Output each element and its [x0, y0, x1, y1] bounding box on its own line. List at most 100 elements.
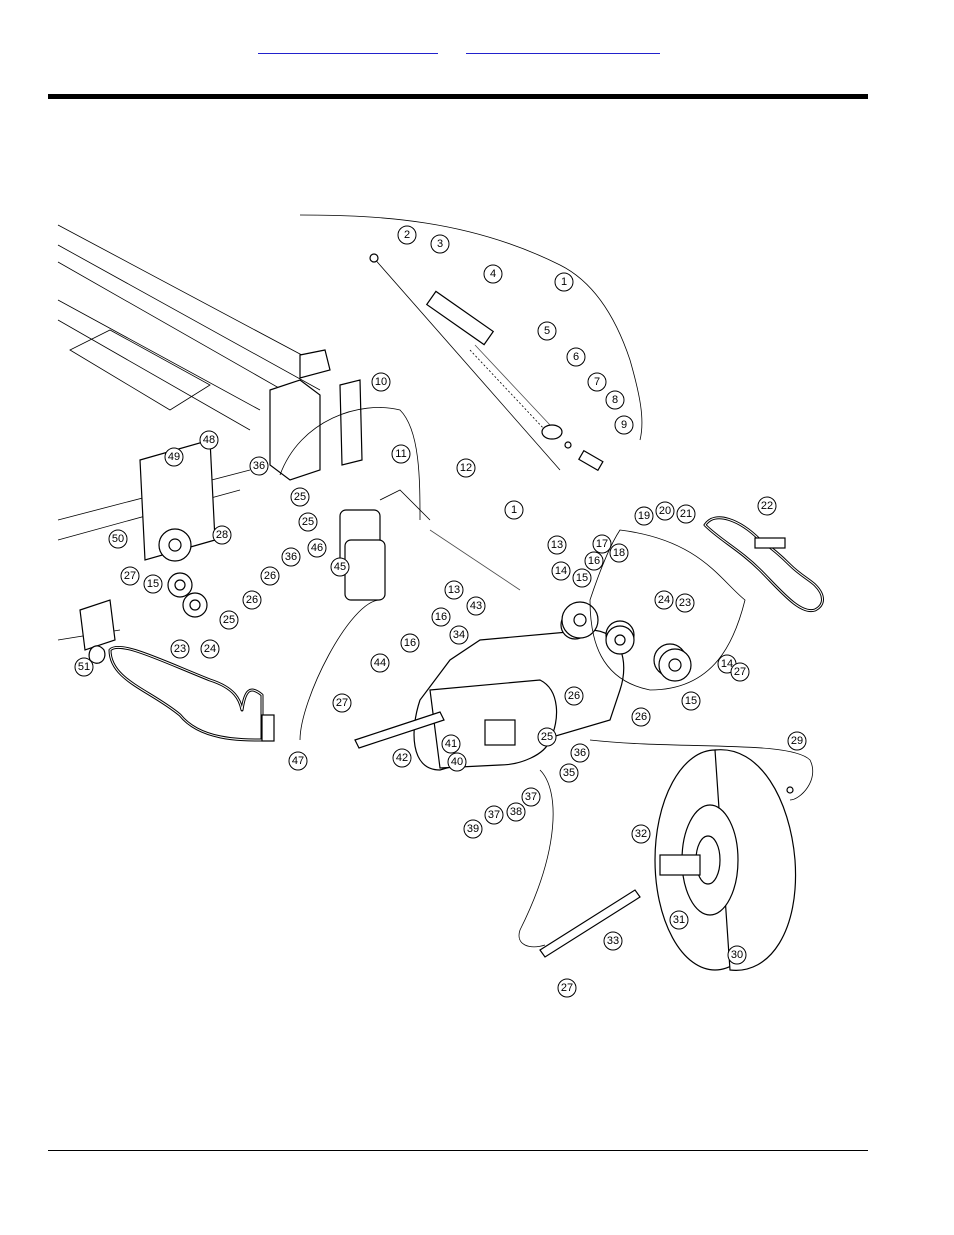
callout-49: 32 [632, 825, 650, 843]
svg-text:26: 26 [635, 711, 647, 723]
callout-19: 15 [682, 692, 700, 710]
callout-36: 25 [538, 728, 556, 746]
svg-text:2: 2 [404, 229, 410, 241]
callout-67: 47 [289, 752, 307, 770]
svg-text:25: 25 [302, 516, 314, 528]
callout-43: 27 [731, 663, 749, 681]
callout-22: 16 [585, 552, 603, 570]
svg-text:7: 7 [594, 376, 600, 388]
svg-text:16: 16 [588, 555, 600, 567]
svg-text:25: 25 [294, 491, 306, 503]
gauge-wheel [655, 750, 796, 971]
svg-text:12: 12 [460, 462, 472, 474]
callout-28: 22 [758, 497, 776, 515]
svg-text:43: 43 [470, 600, 482, 612]
svg-text:44: 44 [374, 657, 386, 669]
callout-71: 51 [75, 658, 93, 676]
svg-text:26: 26 [246, 594, 258, 606]
callout-50: 33 [604, 932, 622, 950]
svg-text:1: 1 [561, 276, 567, 288]
callout-66: 46 [308, 539, 326, 557]
svg-text:36: 36 [285, 551, 297, 563]
callout-61: 41 [442, 735, 460, 753]
callout-31: 24 [201, 640, 219, 658]
callout-34: 25 [299, 513, 317, 531]
svg-text:36: 36 [253, 460, 265, 472]
callout-11: 12 [457, 459, 475, 477]
callout-21: 16 [432, 608, 450, 626]
callout-15: 14 [552, 562, 570, 580]
callout-32: 24 [655, 591, 673, 609]
callout-40: 26 [632, 708, 650, 726]
callout-6: 7 [588, 373, 606, 391]
callout-65: 45 [331, 558, 349, 576]
footer-rule [48, 1150, 868, 1151]
svg-text:35: 35 [563, 767, 575, 779]
svg-text:9: 9 [621, 419, 627, 431]
svg-text:27: 27 [734, 666, 746, 678]
svg-text:26: 26 [264, 570, 276, 582]
callout-59: 39 [464, 820, 482, 838]
callout-10: 11 [392, 445, 410, 463]
callout-25: 19 [635, 507, 653, 525]
svg-text:10: 10 [375, 376, 387, 388]
callout-29: 23 [171, 640, 189, 658]
callout-55: 36 [571, 744, 589, 762]
callout-44: 27 [558, 979, 576, 997]
svg-text:38: 38 [510, 806, 522, 818]
callout-41: 27 [121, 567, 139, 585]
callout-14: 13 [445, 581, 463, 599]
svg-text:51: 51 [78, 661, 90, 673]
callout-12: 1 [505, 501, 523, 519]
callout-46: 29 [788, 732, 806, 750]
callout-5: 6 [567, 348, 585, 366]
svg-text:39: 39 [467, 823, 479, 835]
drive-chain-left [110, 647, 274, 741]
callout-45: 28 [213, 526, 231, 544]
svg-text:37: 37 [525, 791, 537, 803]
callout-23: 17 [593, 535, 611, 553]
callout-37: 26 [243, 591, 261, 609]
callout-56: 37 [522, 788, 540, 806]
svg-text:29: 29 [791, 735, 803, 747]
svg-text:11: 11 [395, 448, 406, 460]
callout-70: 50 [109, 530, 127, 548]
callout-58: 38 [507, 803, 525, 821]
svg-text:42: 42 [396, 752, 408, 764]
svg-text:13: 13 [448, 584, 460, 596]
callout-54: 36 [282, 548, 300, 566]
svg-text:46: 46 [311, 542, 323, 554]
callout-2: 3 [431, 235, 449, 253]
svg-text:3: 3 [437, 238, 443, 250]
svg-text:25: 25 [223, 614, 235, 626]
svg-text:23: 23 [679, 597, 691, 609]
svg-text:50: 50 [112, 533, 124, 545]
svg-text:37: 37 [488, 809, 500, 821]
callout-57: 37 [485, 806, 503, 824]
svg-text:36: 36 [574, 747, 586, 759]
callout-13: 13 [548, 536, 566, 554]
svg-text:15: 15 [576, 572, 588, 584]
svg-text:14: 14 [555, 565, 567, 577]
svg-text:49: 49 [168, 451, 180, 463]
callout-63: 43 [467, 597, 485, 615]
callout-9: 10 [372, 373, 390, 391]
svg-text:48: 48 [203, 434, 215, 446]
callout-51: 34 [450, 626, 468, 644]
callout-7: 8 [606, 391, 624, 409]
svg-text:45: 45 [334, 561, 346, 573]
svg-text:18: 18 [613, 547, 625, 559]
callout-53: 36 [250, 457, 268, 475]
svg-text:5: 5 [544, 325, 550, 337]
svg-text:15: 15 [685, 695, 697, 707]
callout-33: 25 [291, 488, 309, 506]
callout-68: 48 [200, 431, 218, 449]
callout-48: 31 [670, 911, 688, 929]
svg-text:28: 28 [216, 529, 228, 541]
callout-30: 23 [676, 594, 694, 612]
svg-text:16: 16 [404, 637, 416, 649]
svg-text:47: 47 [292, 755, 304, 767]
spring-assembly-center [340, 490, 520, 600]
svg-text:17: 17 [596, 538, 608, 550]
svg-text:24: 24 [658, 594, 670, 606]
